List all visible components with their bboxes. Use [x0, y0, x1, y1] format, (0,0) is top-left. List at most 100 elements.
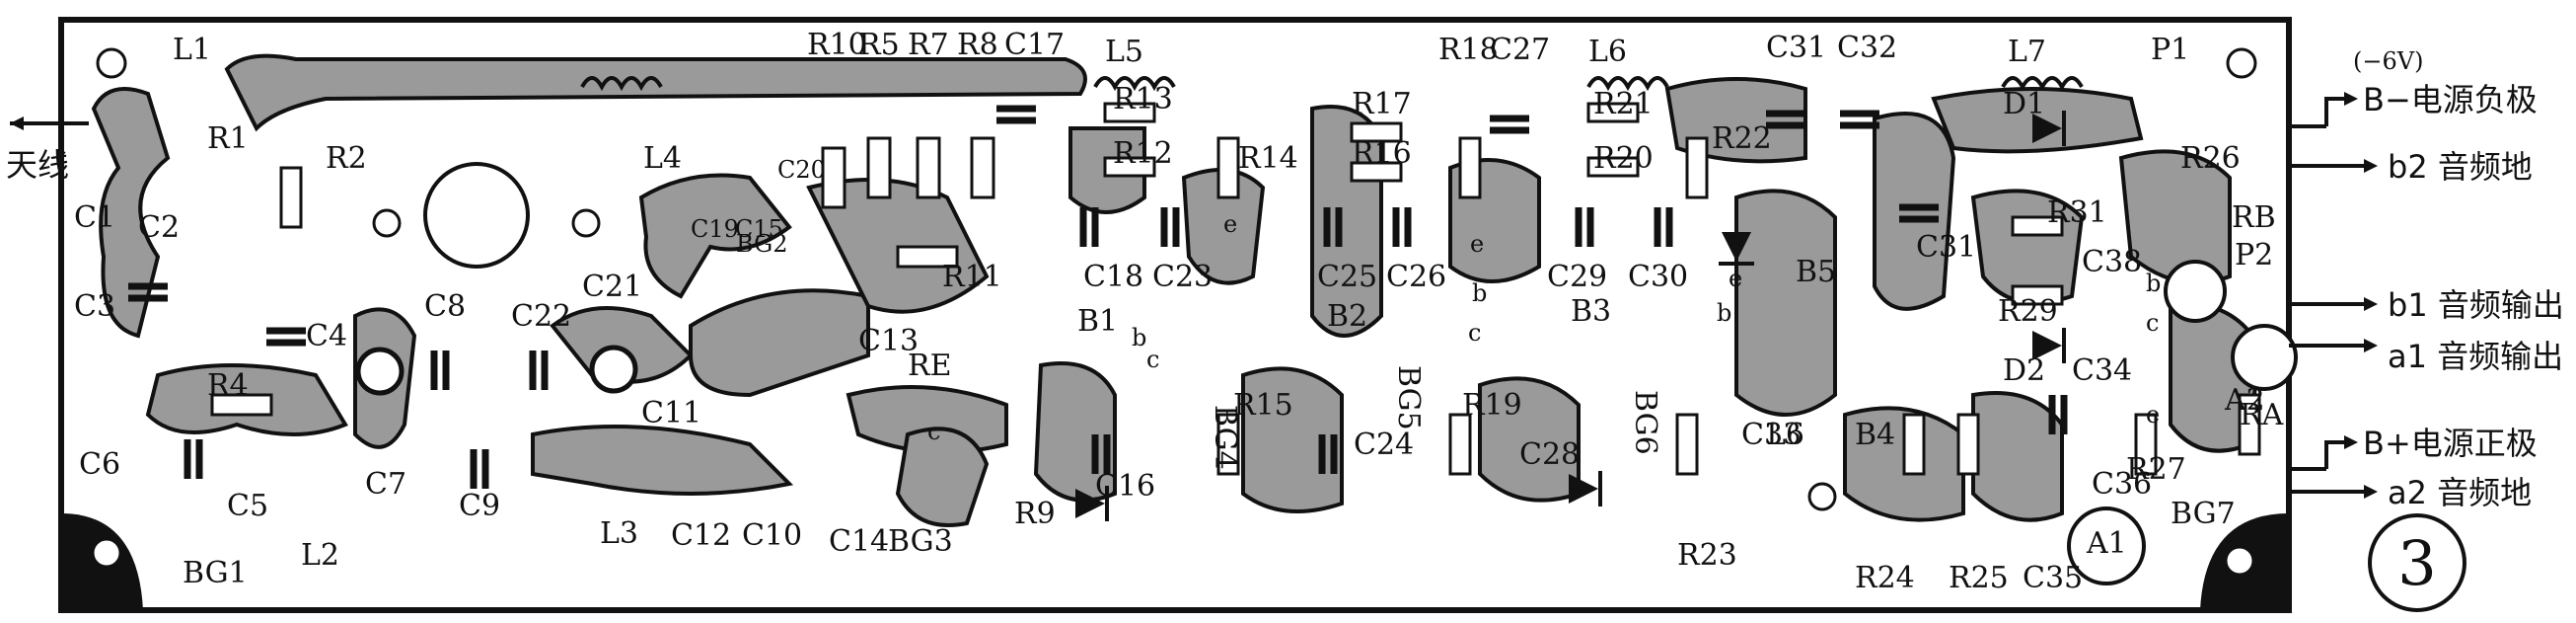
potentiometer-a1 — [2067, 506, 2146, 585]
label-c20: C20 — [777, 156, 826, 184]
label-c3: C3 — [74, 289, 115, 324]
b2-label: b2 音频地 — [2388, 148, 2533, 186]
pin-e: e — [2146, 401, 2160, 428]
label-b4: B4 — [1855, 418, 1895, 452]
label-c25: C25 — [1317, 260, 1377, 294]
b1-label: b1 音频输出 — [2388, 286, 2564, 324]
coil-pad — [589, 345, 638, 394]
pin-b: b — [1717, 299, 1731, 327]
label-c2: C2 — [138, 210, 180, 245]
label-r8: R8 — [957, 28, 998, 62]
potentiometer-p2 — [2164, 260, 2227, 323]
label-r11: R11 — [942, 260, 1002, 294]
label-b5: B5 — [1796, 255, 1836, 289]
label-c38: C38 — [2082, 245, 2142, 279]
b-plus-label: B+电源正极 — [2363, 425, 2538, 462]
label-bg3: BG3 — [888, 524, 953, 559]
label-c31: C31 — [1766, 31, 1826, 65]
label-c5: C5 — [227, 489, 268, 523]
label-re: RE — [908, 349, 952, 383]
label-r29: R29 — [1998, 294, 2058, 329]
mounting-hole — [2224, 545, 2255, 577]
label-l5: L5 — [1105, 35, 1143, 69]
mounting-hole — [1807, 482, 1837, 511]
label-r18: R18 — [1438, 33, 1499, 67]
label-p1: P1 — [2151, 33, 2189, 67]
label-l7: L7 — [2008, 35, 2046, 69]
label-bg6: BG6 — [1628, 390, 1662, 455]
coil-pad — [355, 347, 405, 396]
label-r24: R24 — [1855, 561, 1915, 595]
mounting-hole — [571, 208, 601, 238]
label-c33: C33 — [1741, 418, 1802, 452]
label-c37: C31 — [1916, 230, 1976, 265]
label-c34: C34 — [2072, 353, 2132, 388]
label-b3: B3 — [1571, 294, 1611, 329]
label-c19: C19 — [691, 215, 739, 243]
label-ra: RA — [2240, 398, 2284, 432]
label-r10: R10 — [807, 28, 867, 62]
diode-symbols — [1075, 111, 2066, 521]
label-c13: C13 — [858, 324, 919, 358]
label-r14: R14 — [1238, 141, 1298, 176]
label-l4: L4 — [643, 141, 682, 176]
label-c11: C11 — [641, 396, 701, 430]
label-c16: C16 — [1095, 469, 1155, 504]
label-d2: D2 — [2003, 353, 2045, 388]
mounting-hole — [372, 208, 402, 238]
a2-label: a2 音频地 — [2388, 474, 2532, 511]
label-c18: C18 — [1083, 260, 1143, 294]
label-c10: C10 — [742, 518, 802, 553]
label-bg5: BG5 — [1391, 365, 1426, 430]
label-c26: C26 — [1386, 260, 1446, 294]
label-bg2: BG2 — [736, 230, 788, 258]
label-r12: R12 — [1113, 136, 1173, 171]
label-r16: R16 — [1352, 136, 1412, 171]
resistor-symbols — [210, 102, 2261, 476]
label-c36: C36 — [2092, 467, 2152, 502]
label-r2: R2 — [326, 141, 367, 176]
label-c21: C21 — [582, 270, 642, 304]
pin-e: e — [1470, 230, 1484, 258]
pin-c: c — [2146, 309, 2159, 337]
label-r23: R23 — [1677, 538, 1737, 573]
label-rb: RB — [2232, 200, 2276, 235]
label-b2: B2 — [1327, 299, 1367, 334]
large-hole — [423, 162, 530, 269]
pin-c: c — [927, 418, 940, 445]
pin-b: b — [2146, 270, 2161, 297]
label-r19: R19 — [1462, 388, 1522, 423]
label-bg7: BG7 — [2171, 497, 2236, 531]
label-c29: C29 — [1547, 260, 1607, 294]
pin-e: e — [1223, 210, 1237, 238]
label-r26: R26 — [2180, 141, 2241, 176]
label-c6: C6 — [79, 447, 120, 482]
label-b1: B1 — [1077, 304, 1118, 339]
figure-number: 3 — [2397, 527, 2436, 599]
label-c8: C8 — [424, 289, 466, 324]
label-r21: R21 — [1593, 87, 1654, 121]
label-p2: P2 — [2235, 238, 2273, 273]
label-c32: C32 — [1837, 31, 1897, 65]
label-c17: C17 — [1004, 28, 1065, 62]
label-r5: R5 — [858, 28, 900, 62]
label-c23: C23 — [1152, 260, 1213, 294]
label-c14: C14 — [829, 524, 889, 559]
label-r13: R13 — [1113, 82, 1173, 117]
label-l3: L3 — [600, 516, 638, 551]
label-l2: L2 — [301, 538, 339, 573]
pin-c: c — [1468, 319, 1481, 347]
a1-label: a1 音频输出 — [2388, 338, 2563, 375]
label-c35: C35 — [2023, 561, 2083, 595]
label-c28: C28 — [1519, 437, 1580, 472]
label-l6: L6 — [1588, 35, 1627, 69]
component-labels: L1 R1 R2 C1 C2 C3 C4 R4 C6 C5 BG1 L2 C7 … — [74, 28, 2284, 595]
figure-number-circle — [2368, 513, 2466, 612]
pin-b: b — [1132, 324, 1146, 351]
label-r17: R17 — [1352, 87, 1412, 121]
inductor-symbols — [580, 76, 2084, 92]
label-a1: A1 — [2086, 526, 2127, 561]
supply-voltage-label: (−6V) — [2353, 47, 2423, 75]
label-c1: C1 — [74, 200, 115, 235]
